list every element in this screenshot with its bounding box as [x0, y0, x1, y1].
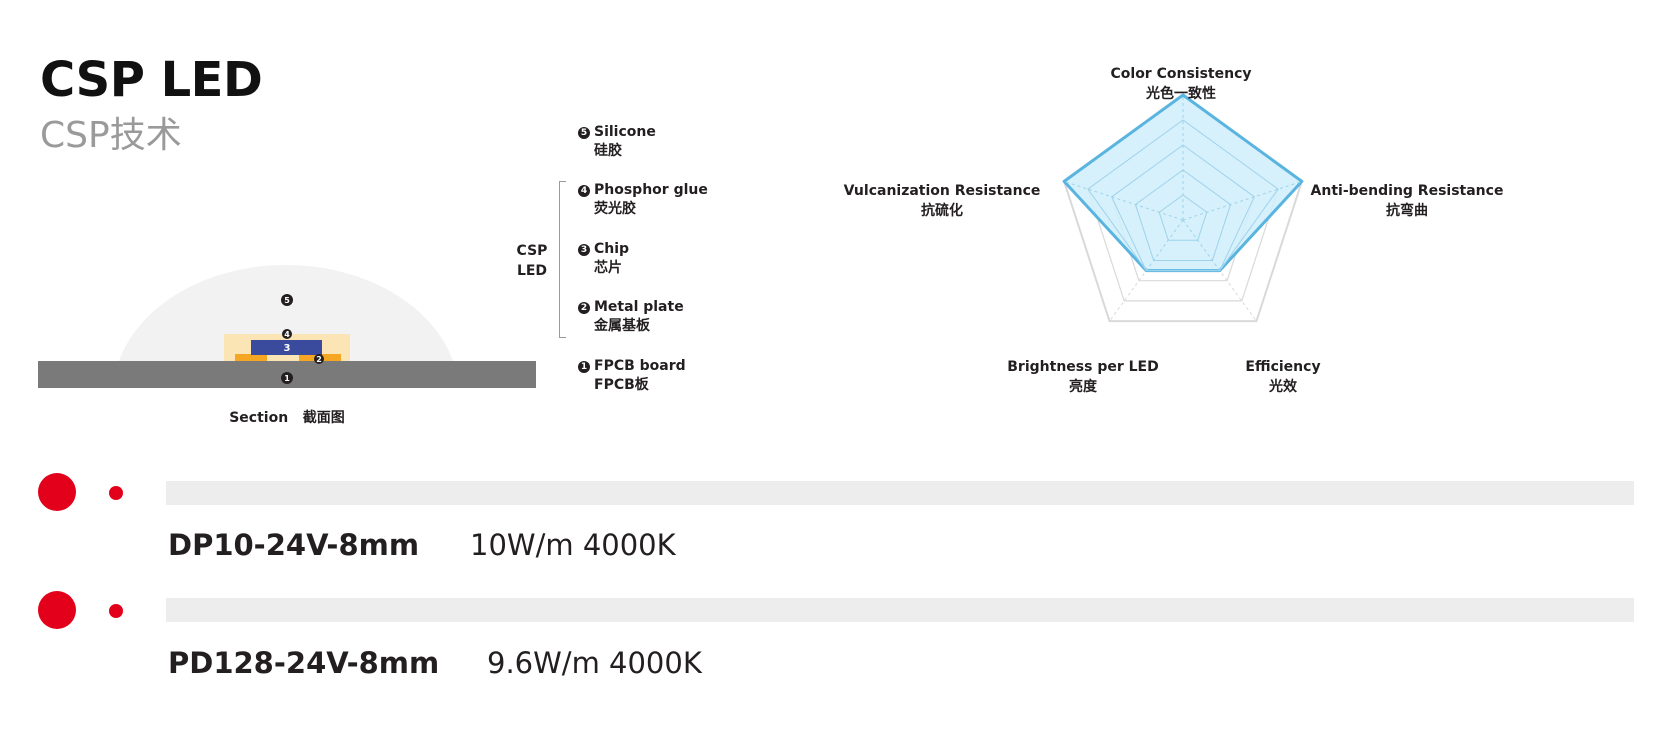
page-subtitle: CSP技术 [40, 115, 182, 156]
layer-name-cn: 金属基板 [594, 318, 650, 334]
radar-value-spoke [1182, 180, 1303, 221]
axis-label-vulcanization: Vulcanization Resistance 抗硫化 [837, 181, 1047, 221]
radar-inner-ring [1111, 144, 1255, 272]
axis-label-efficiency: Efficiency 光效 [1233, 357, 1333, 397]
radar-inner-ring [1134, 169, 1232, 261]
section-caption: Section 截面图 [229, 409, 345, 426]
axis-label-cn: 抗弯曲 [1386, 203, 1428, 219]
product-spec-2: 9.6W/m 4000K [487, 646, 702, 680]
layer-number-badge: 4 [578, 185, 590, 197]
csp-bracket-top [559, 181, 566, 182]
layer-name: Phosphor glue [594, 182, 708, 198]
layer-item-chip: 3 Chip 芯片 [578, 240, 629, 278]
axis-label-en: Brightness per LED [1007, 359, 1159, 375]
page-title: CSP LED [40, 52, 263, 108]
axis-label-cn: 光色一致性 [1146, 86, 1216, 102]
layer-number-badge: 5 [578, 127, 590, 139]
product-model-1: DP10-24V-8mm [168, 528, 420, 562]
divider-bar [166, 481, 1634, 505]
axis-label-en: Efficiency [1245, 359, 1321, 375]
axis-label-color-consistency: Color Consistency 光色一致性 [1101, 64, 1261, 104]
radar-data [1062, 93, 1304, 273]
red-dot-large [38, 473, 76, 511]
silicone-dome [119, 264, 453, 361]
red-dot-large [38, 591, 76, 629]
marker-1: 1 [281, 372, 293, 384]
red-dot-small [109, 486, 123, 500]
radar-chart [1062, 93, 1304, 323]
axis-label-brightness: Brightness per LED 亮度 [1003, 357, 1163, 397]
csp-bracket [559, 181, 560, 337]
marker-5-label: 5 [284, 296, 290, 305]
layer-name: FPCB board [594, 358, 686, 374]
marker-5: 5 [281, 294, 293, 306]
marker-3-label: 3 [284, 343, 291, 354]
csp-group-label-line2: LED [516, 263, 548, 279]
marker-2: 2 [314, 354, 324, 364]
radar-value-spoke [1063, 180, 1184, 221]
layer-number-badge: 3 [578, 244, 590, 256]
axis-label-en: Anti-bending Resistance [1310, 183, 1504, 199]
chip-layer [251, 340, 322, 355]
layer-item-phosphor-glue: 4 Phosphor glue 荧光胶 [578, 181, 708, 219]
layer-name: Metal plate [594, 299, 684, 315]
layer-name-cn: 芯片 [594, 260, 622, 276]
divider-bar [166, 598, 1634, 622]
layer-number-badge: 2 [578, 302, 590, 314]
layer-name-cn: 荧光胶 [594, 201, 636, 217]
radar-inner-ring [1158, 194, 1208, 241]
product-model-2: PD128-24V-8mm [168, 646, 440, 680]
product-spec-1: 10W/m 4000K [470, 528, 676, 562]
marker-4: 4 [282, 329, 292, 339]
radar-value-spoke [1182, 219, 1221, 271]
layer-item-silicone: 5 Silicone 硅胶 [578, 123, 656, 161]
red-dot-small [109, 604, 123, 618]
axis-label-cn: 光效 [1269, 379, 1297, 395]
layer-name-cn: 硅胶 [594, 143, 622, 159]
layer-item-metal-plate: 2 Metal plate 金属基板 [578, 298, 684, 336]
section-diagram: 5 4 3 2 1 Section 截面图 [38, 264, 536, 426]
layer-item-fpcb-board: 1 FPCB board FPCB板 [578, 357, 686, 395]
csp-bracket-bottom [559, 337, 566, 338]
radar-value-spoke [1145, 219, 1184, 271]
axis-label-en: Vulcanization Resistance [843, 183, 1041, 199]
axis-label-cn: 亮度 [1069, 379, 1097, 395]
layer-number-badge: 1 [578, 361, 590, 373]
marker-1-label: 1 [284, 374, 290, 383]
axis-label-anti-bending: Anti-bending Resistance 抗弯曲 [1307, 181, 1507, 221]
layer-name: Silicone [594, 124, 656, 140]
metal-plate-left [235, 354, 267, 362]
axis-label-cn: 抗硫化 [921, 203, 963, 219]
marker-2-label: 2 [316, 355, 322, 364]
layer-name-cn: FPCB板 [594, 377, 649, 393]
layer-name: Chip [594, 241, 630, 257]
marker-4-label: 4 [284, 330, 290, 339]
csp-group-label-line1: CSP [516, 243, 548, 259]
axis-label-en: Color Consistency [1110, 66, 1252, 82]
csp-group-label: CSP LED [512, 241, 552, 281]
